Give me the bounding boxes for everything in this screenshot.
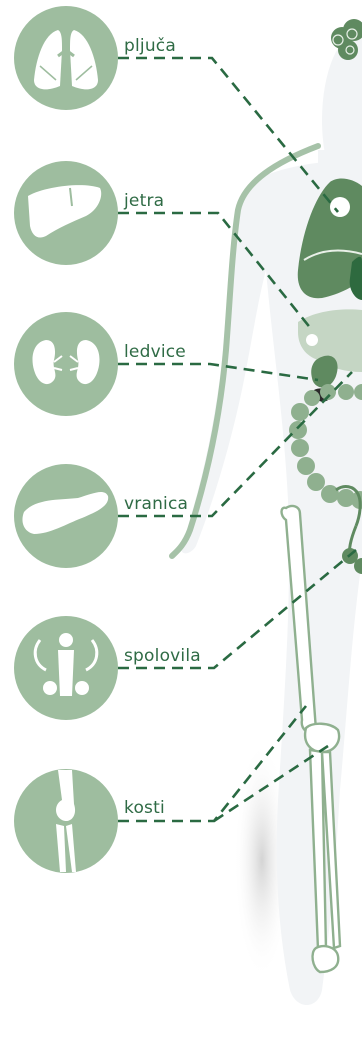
lungs-icon (14, 6, 118, 110)
label-liver: jetra (124, 191, 164, 211)
reproductive-organs-icon (14, 616, 118, 720)
lung-highlight (330, 197, 350, 217)
label-spleen: vranica (124, 494, 188, 514)
spleen-icon (14, 464, 118, 568)
label-kidneys: ledvice (124, 342, 186, 362)
bone-icon (14, 769, 118, 873)
label-lungs: pljuča (124, 36, 176, 56)
label-genitals: spolovila (124, 646, 201, 666)
liver-icon (14, 161, 118, 265)
label-bones: kosti (124, 798, 165, 818)
kidneys-icon (14, 312, 118, 416)
